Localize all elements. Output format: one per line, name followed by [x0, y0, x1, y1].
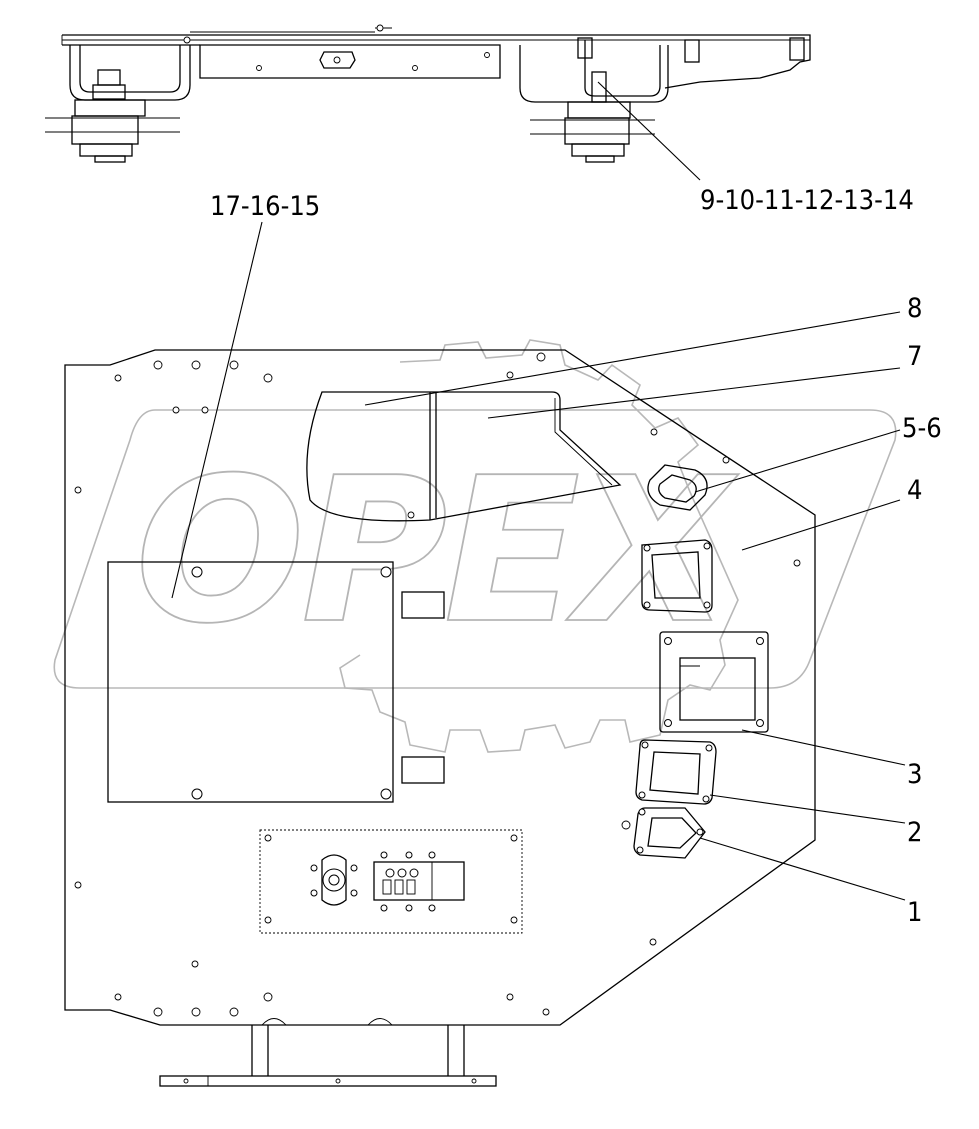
callout-9-14: 9-10-11-12-13-14 [700, 185, 914, 216]
top-mount-assembly [45, 24, 811, 163]
cover-part-4 [641, 539, 713, 613]
cover-part-1 [621, 807, 706, 859]
callout-4: 4 [907, 475, 922, 506]
callout-3: 3 [907, 759, 922, 790]
top-plate [62, 34, 811, 89]
cover-part-3 [659, 631, 769, 733]
callout-7: 7 [907, 341, 922, 372]
main-plate [64, 349, 816, 1087]
connector-block [259, 829, 523, 934]
callout-5-6: 5-6 [902, 413, 942, 444]
cover-part-2 [635, 739, 717, 805]
right-mount-stack [530, 71, 655, 163]
left-mount-stack [45, 69, 180, 163]
callout-17-15: 17-16-15 [210, 191, 320, 222]
duct-part-7-8 [306, 391, 622, 522]
callout-labels: 9-10-11-12-13-14 17-16-15 8 7 5-6 4 3 2 … [210, 185, 942, 928]
callout-1: 1 [907, 897, 922, 928]
panel-part-17-16-15 [107, 561, 445, 803]
watermark-text: OPEX [135, 435, 739, 668]
center-box [199, 44, 501, 79]
watermark-frame [53, 409, 897, 689]
plate-outline [64, 349, 816, 1026]
watermark: OPEX [53, 339, 897, 753]
callout-2: 2 [907, 817, 922, 848]
right-bracket [519, 45, 669, 103]
callout-8: 8 [907, 293, 922, 324]
leader-lines [171, 81, 906, 901]
slot-part-5-6 [647, 464, 708, 511]
bottom-legs [159, 1018, 497, 1087]
perimeter-holes [74, 352, 801, 1017]
